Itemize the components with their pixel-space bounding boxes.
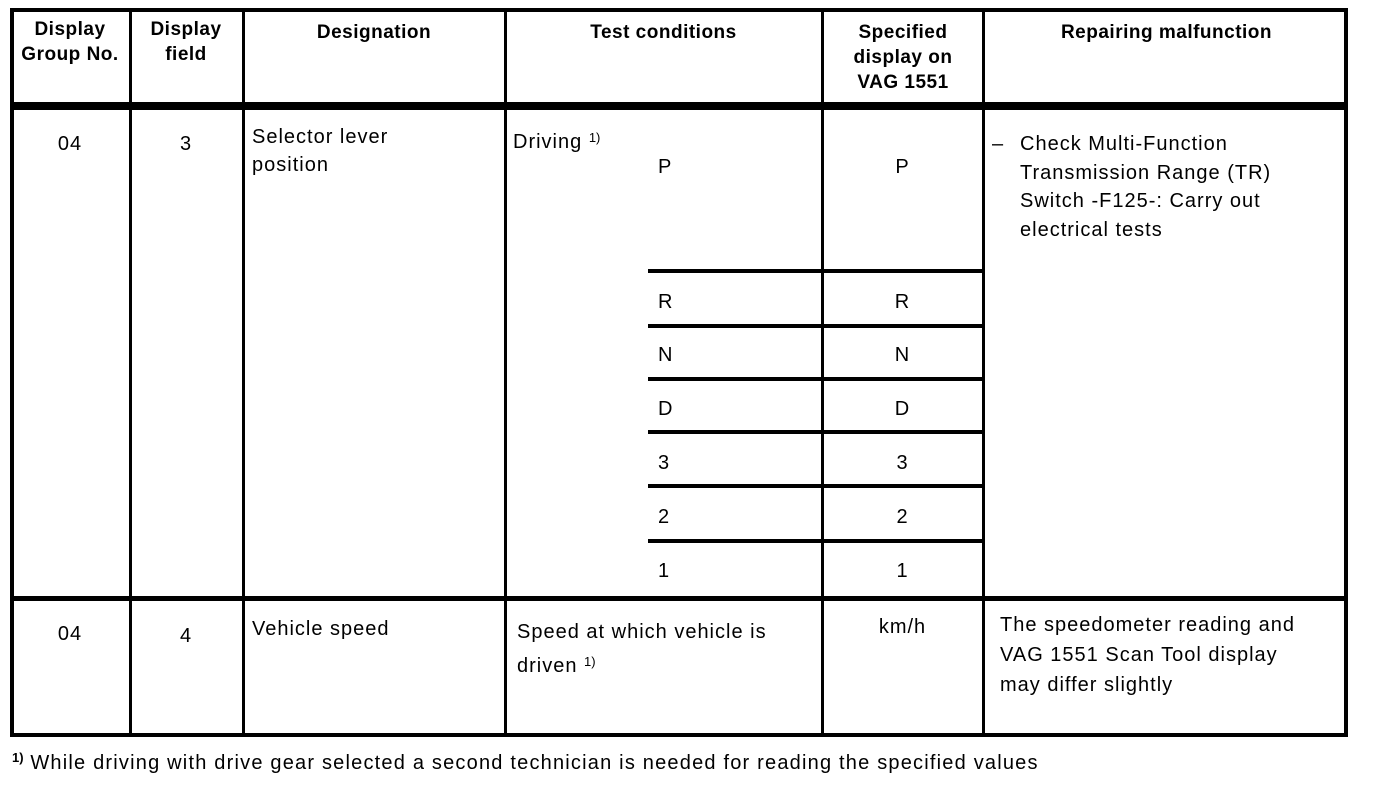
gear-subrow-divider: [648, 430, 983, 434]
row1-gear-spec-D: D: [894, 398, 911, 420]
row2-specified-value: km/h: [878, 616, 927, 638]
column-divider: [129, 8, 132, 737]
row1-gear-spec-2: 2: [896, 506, 909, 528]
row1-gear-test-R: R: [658, 291, 674, 313]
row1-gear-spec-1: 1: [896, 560, 909, 582]
footnote-text: While driving with drive gear selected a…: [30, 752, 1039, 774]
row2-test-condition: Speed at which vehicle is driven 1): [517, 617, 809, 681]
footnote-marker: 1): [584, 654, 596, 669]
diagnostic-table: [10, 8, 1348, 737]
row1-repair-text: Check Multi-Function Transmission Range …: [1020, 133, 1272, 241]
row1-test-condition: Driving 1): [513, 123, 813, 157]
gear-subrow-divider: [648, 539, 983, 543]
gear-subrow-divider: [648, 484, 983, 488]
footnote-marker: 1): [588, 130, 601, 145]
header-bottom-rule: [10, 102, 1348, 110]
row1-test-condition-text: Driving: [513, 131, 583, 153]
column-divider: [242, 8, 245, 737]
header-repairing-malfunction: Repairing malfunction: [1060, 22, 1273, 43]
row2-display-group-no: 04: [57, 623, 83, 645]
row1-display-group-no: 04: [57, 133, 83, 155]
header-specified-display: Specified display on VAG 1551: [853, 22, 953, 93]
row2-display-field: 4: [179, 625, 193, 647]
row1-repair-bullet: –: [992, 133, 1005, 155]
row1-gear-test-D: D: [658, 398, 674, 420]
row1-gear-test-2: 2: [658, 506, 671, 528]
row1-gear-spec-P: P: [895, 156, 910, 178]
row1-display-field: 3: [179, 133, 193, 155]
footnote: 1) While driving with drive gear selecte…: [12, 750, 1039, 775]
header-display-group-no: Display Group No.: [21, 19, 119, 65]
footnote-ref: 1): [12, 750, 24, 765]
row1-gear-spec-N: N: [894, 344, 911, 366]
row2-repair-text: The speedometer reading and VAG 1551 Sca…: [1000, 614, 1295, 696]
gear-subrow-divider: [648, 324, 983, 328]
row1-gear-spec-3: 3: [896, 452, 909, 474]
gear-subrow-divider: [648, 377, 983, 381]
row1-gear-spec-R: R: [894, 291, 911, 313]
header-designation: Designation: [316, 22, 432, 43]
row1-designation: Selector lever position: [252, 126, 389, 176]
row-divider: [10, 596, 1348, 601]
row1-gear-test-N: N: [658, 344, 674, 366]
row1-gear-test-1: 1: [658, 560, 671, 582]
row1-gear-test-3: 3: [658, 452, 671, 474]
header-display-field: Display field: [150, 19, 222, 65]
column-divider: [982, 8, 985, 737]
gear-subrow-divider: [648, 269, 983, 273]
row2-test-condition-text: Speed at which vehicle is driven: [517, 621, 767, 677]
header-test-conditions: Test conditions: [590, 22, 737, 43]
row1-gear-test-P: P: [658, 156, 673, 178]
column-divider: [504, 8, 507, 737]
column-divider: [821, 8, 824, 737]
row2-designation: Vehicle speed: [252, 618, 390, 640]
